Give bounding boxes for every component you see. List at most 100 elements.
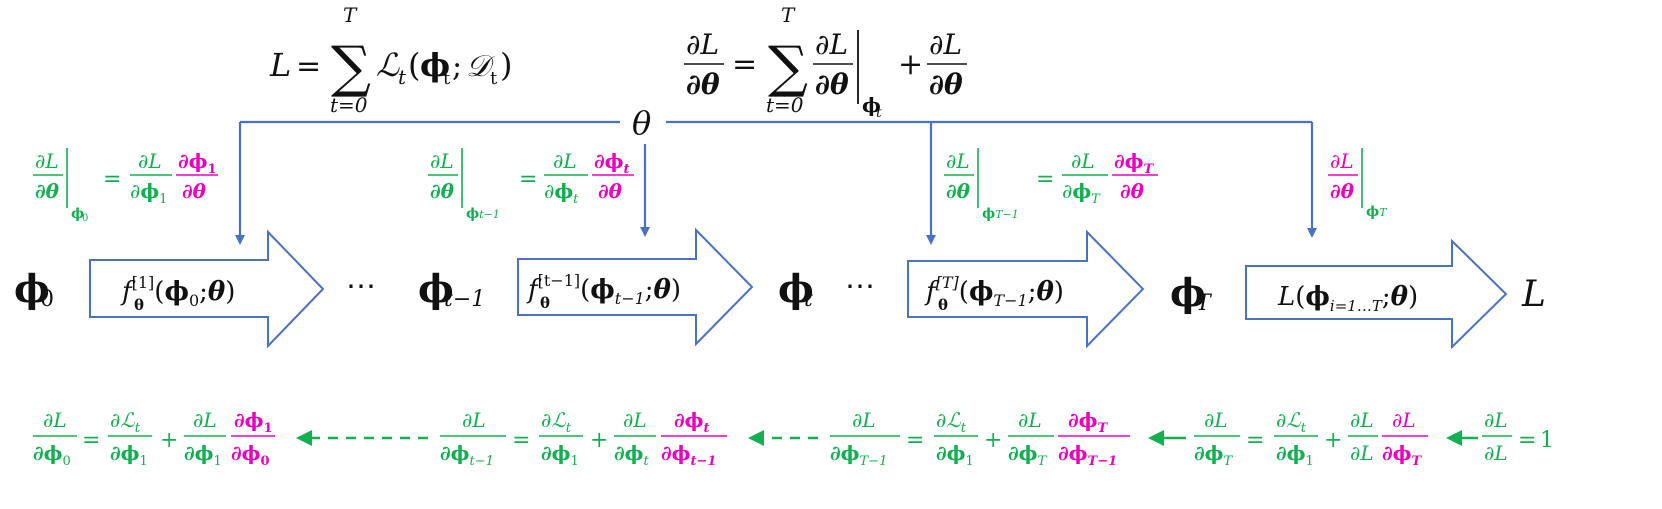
bp1-a-num-sub: t [566, 421, 572, 436]
block-f-T-phi-sub: T−1 [993, 291, 1027, 310]
block-loss-theta: θ [1391, 282, 1409, 312]
bp2-b-den: ∂ϕT [1008, 441, 1048, 469]
drop1-r2-num: ∂ϕt [594, 149, 630, 177]
block-f-t-minus-1-sep: ; [645, 275, 654, 305]
bp2-c-num: ∂ϕT [1068, 408, 1109, 436]
block-f-t-minus-1-sup: [t−1] [538, 271, 581, 290]
state-phi-T-sub: T [1196, 291, 1213, 316]
loss-term: ℒ [376, 46, 400, 84]
bp3-a-den-phi: ∂ϕ [1276, 441, 1306, 465]
bp3-b-den: ∂L [1350, 441, 1374, 465]
loss-sum-sign: ∑ [331, 35, 371, 100]
drop0-r1-den-phi: ϕ [140, 179, 159, 203]
drop0-r1-den-sub: 1 [159, 192, 167, 207]
bp3-lhs-den-phi: ∂ϕ [1194, 441, 1224, 465]
bp3-a-num-main: ∂ℒ [1276, 408, 1301, 432]
drop0-r2-den: ∂θ [182, 179, 207, 203]
bp0-lhs-den-phi: ∂ϕ [33, 441, 63, 465]
block-f-T-label: f[T](ϕT−1;θ) [924, 273, 1064, 310]
loss-definition-equation: L = T ∑ t=0 ℒ t ( ϕ t ; 𝒟 t ) [269, 3, 512, 117]
drop-annotation-1: ∂L ∂θ ϕt−1 = ∂L ∂ϕt ∂ϕt ∂θ [428, 148, 634, 222]
drop1-r1-num: ∂L [553, 149, 577, 173]
theta-gradient-equation: ∂L ∂θ = T ∑ t=0 ∂L ∂θ ϕ t + ∂L ∂θ [684, 3, 967, 121]
drop2-r2-num: ∂ϕT [1114, 149, 1155, 177]
block-f-t-minus-1-close: ) [671, 275, 681, 305]
block-f1-open: ( [154, 277, 164, 307]
theta-grad-sum-sign: ∑ [768, 35, 808, 100]
drop2-eval-phi: ϕ [982, 206, 995, 222]
block-f-t-minus-1-label: f[t−1](ϕt−1;θ) [526, 271, 681, 308]
drop2-r2-den: ∂θ [1120, 179, 1145, 203]
drop2-r1-den-phi: ϕ [1072, 179, 1091, 203]
state-phi-0-sym: ϕ [14, 266, 50, 311]
drop1-r1-den: ∂ϕt [544, 179, 579, 207]
bp1-c-num: ∂ϕt [674, 408, 710, 436]
drop2-eval-sub: T−1 [995, 208, 1019, 221]
bp0-b-den: ∂ϕ1 [184, 441, 222, 469]
drop0-r2-num: ∂ϕ1 [178, 149, 217, 177]
bp0-c-den-sub: 0 [261, 454, 270, 469]
drop2-lhs-num: ∂L [946, 149, 970, 173]
bp2-lhs-num: ∂L [852, 408, 876, 432]
bp2-c-num-sub: T [1098, 421, 1109, 436]
block-loss: L(ϕi=1…T;θ) [1245, 238, 1508, 350]
bp2-a-den-sub: 1 [966, 454, 974, 469]
seed-den: ∂L [1484, 441, 1508, 465]
bp1-c-num-sub: t [704, 421, 710, 436]
bp0-a-den-sub: 1 [140, 454, 148, 469]
block-f-T-open: ( [959, 277, 969, 307]
bp1-lhs-num: ∂L [462, 408, 486, 432]
bp3-a-den-sub: 1 [1306, 454, 1314, 469]
bp3-c-den-phi: ∂ϕ [1382, 441, 1412, 465]
bp3-c-num: ∂L [1392, 408, 1416, 432]
bp1-b-den-sub: t [644, 454, 650, 469]
bp0-c-den: ∂ϕ0 [231, 441, 270, 469]
bp3-c-den: ∂ϕT [1382, 441, 1423, 469]
bp0-eq: = [82, 428, 100, 453]
state-phi-t-minus-1-sub: t−1 [444, 287, 485, 312]
loss-sum-upper: T [343, 3, 358, 27]
drop2-eval: ϕT−1 [982, 206, 1019, 222]
bp1-a-den: ∂ϕ1 [541, 441, 579, 469]
drop0-lhs-den: ∂θ [35, 179, 60, 203]
theta-label: θ [632, 104, 651, 142]
ellipsis-1: ⋯ [346, 269, 376, 304]
drop1-r2-den: ∂θ [598, 179, 623, 203]
loss-args-D-sub: t [490, 68, 498, 89]
loss-args-close: ) [500, 46, 512, 84]
theta-grad-plus: + [898, 47, 923, 82]
state-phi-0: ϕ 0 [14, 266, 54, 312]
bp3-b-num: ∂L [1350, 408, 1374, 432]
block-f-t-minus-1-open: ( [580, 275, 590, 305]
bp0-a-den: ∂ϕ1 [110, 441, 148, 469]
bp3-c-den-sub: T [1412, 454, 1423, 469]
drop3-eval: ϕT [1366, 204, 1388, 220]
state-phi-T-sym: ϕ [1170, 270, 1206, 315]
backprop-arrow-3 [1148, 430, 1186, 446]
bp0-b-num: ∂L [193, 408, 217, 432]
bp2-b-den-phi: ∂ϕ [1008, 441, 1038, 465]
bp1-plus: + [590, 428, 608, 453]
bp3-a-den: ∂ϕ1 [1276, 441, 1314, 469]
bp1-b-den-phi: ∂ϕ [614, 441, 644, 465]
theta-grad-term-den: ∂θ [815, 68, 849, 101]
bp3-plus: + [1324, 428, 1342, 453]
block-loss-phi: ϕ [1305, 282, 1329, 312]
block-loss-sep: ; [1382, 282, 1391, 312]
drop1-lhs-den: ∂θ [430, 179, 455, 203]
state-phi-t-minus-1: ϕ t−1 [418, 266, 485, 312]
bp2-b-den-sub: T [1038, 454, 1048, 469]
theta-grad-eval-phi-sub: t [876, 105, 882, 121]
drop0-r1-den: ∂ϕ1 [130, 179, 167, 207]
bp3-lhs-num: ∂L [1204, 408, 1228, 432]
block-loss-open: ( [1295, 282, 1305, 312]
drop1-eval-sub: t−1 [479, 208, 500, 221]
block-f-T-sup: [T] [936, 273, 960, 292]
block-f-T-f-sub: θ [938, 296, 948, 314]
state-phi-t: ϕ t [778, 266, 814, 312]
drop-annotation-0: ∂L ∂θ ϕ 0 = ∂L ∂ϕ1 ∂ϕ1 ∂θ [33, 148, 218, 224]
bp0-c-num: ∂ϕ1 [234, 408, 273, 436]
drop1-r1-den-sub: t [573, 192, 579, 207]
bp1-a-num: ∂ℒt [541, 408, 572, 436]
bp2-a-den: ∂ϕ1 [936, 441, 974, 469]
